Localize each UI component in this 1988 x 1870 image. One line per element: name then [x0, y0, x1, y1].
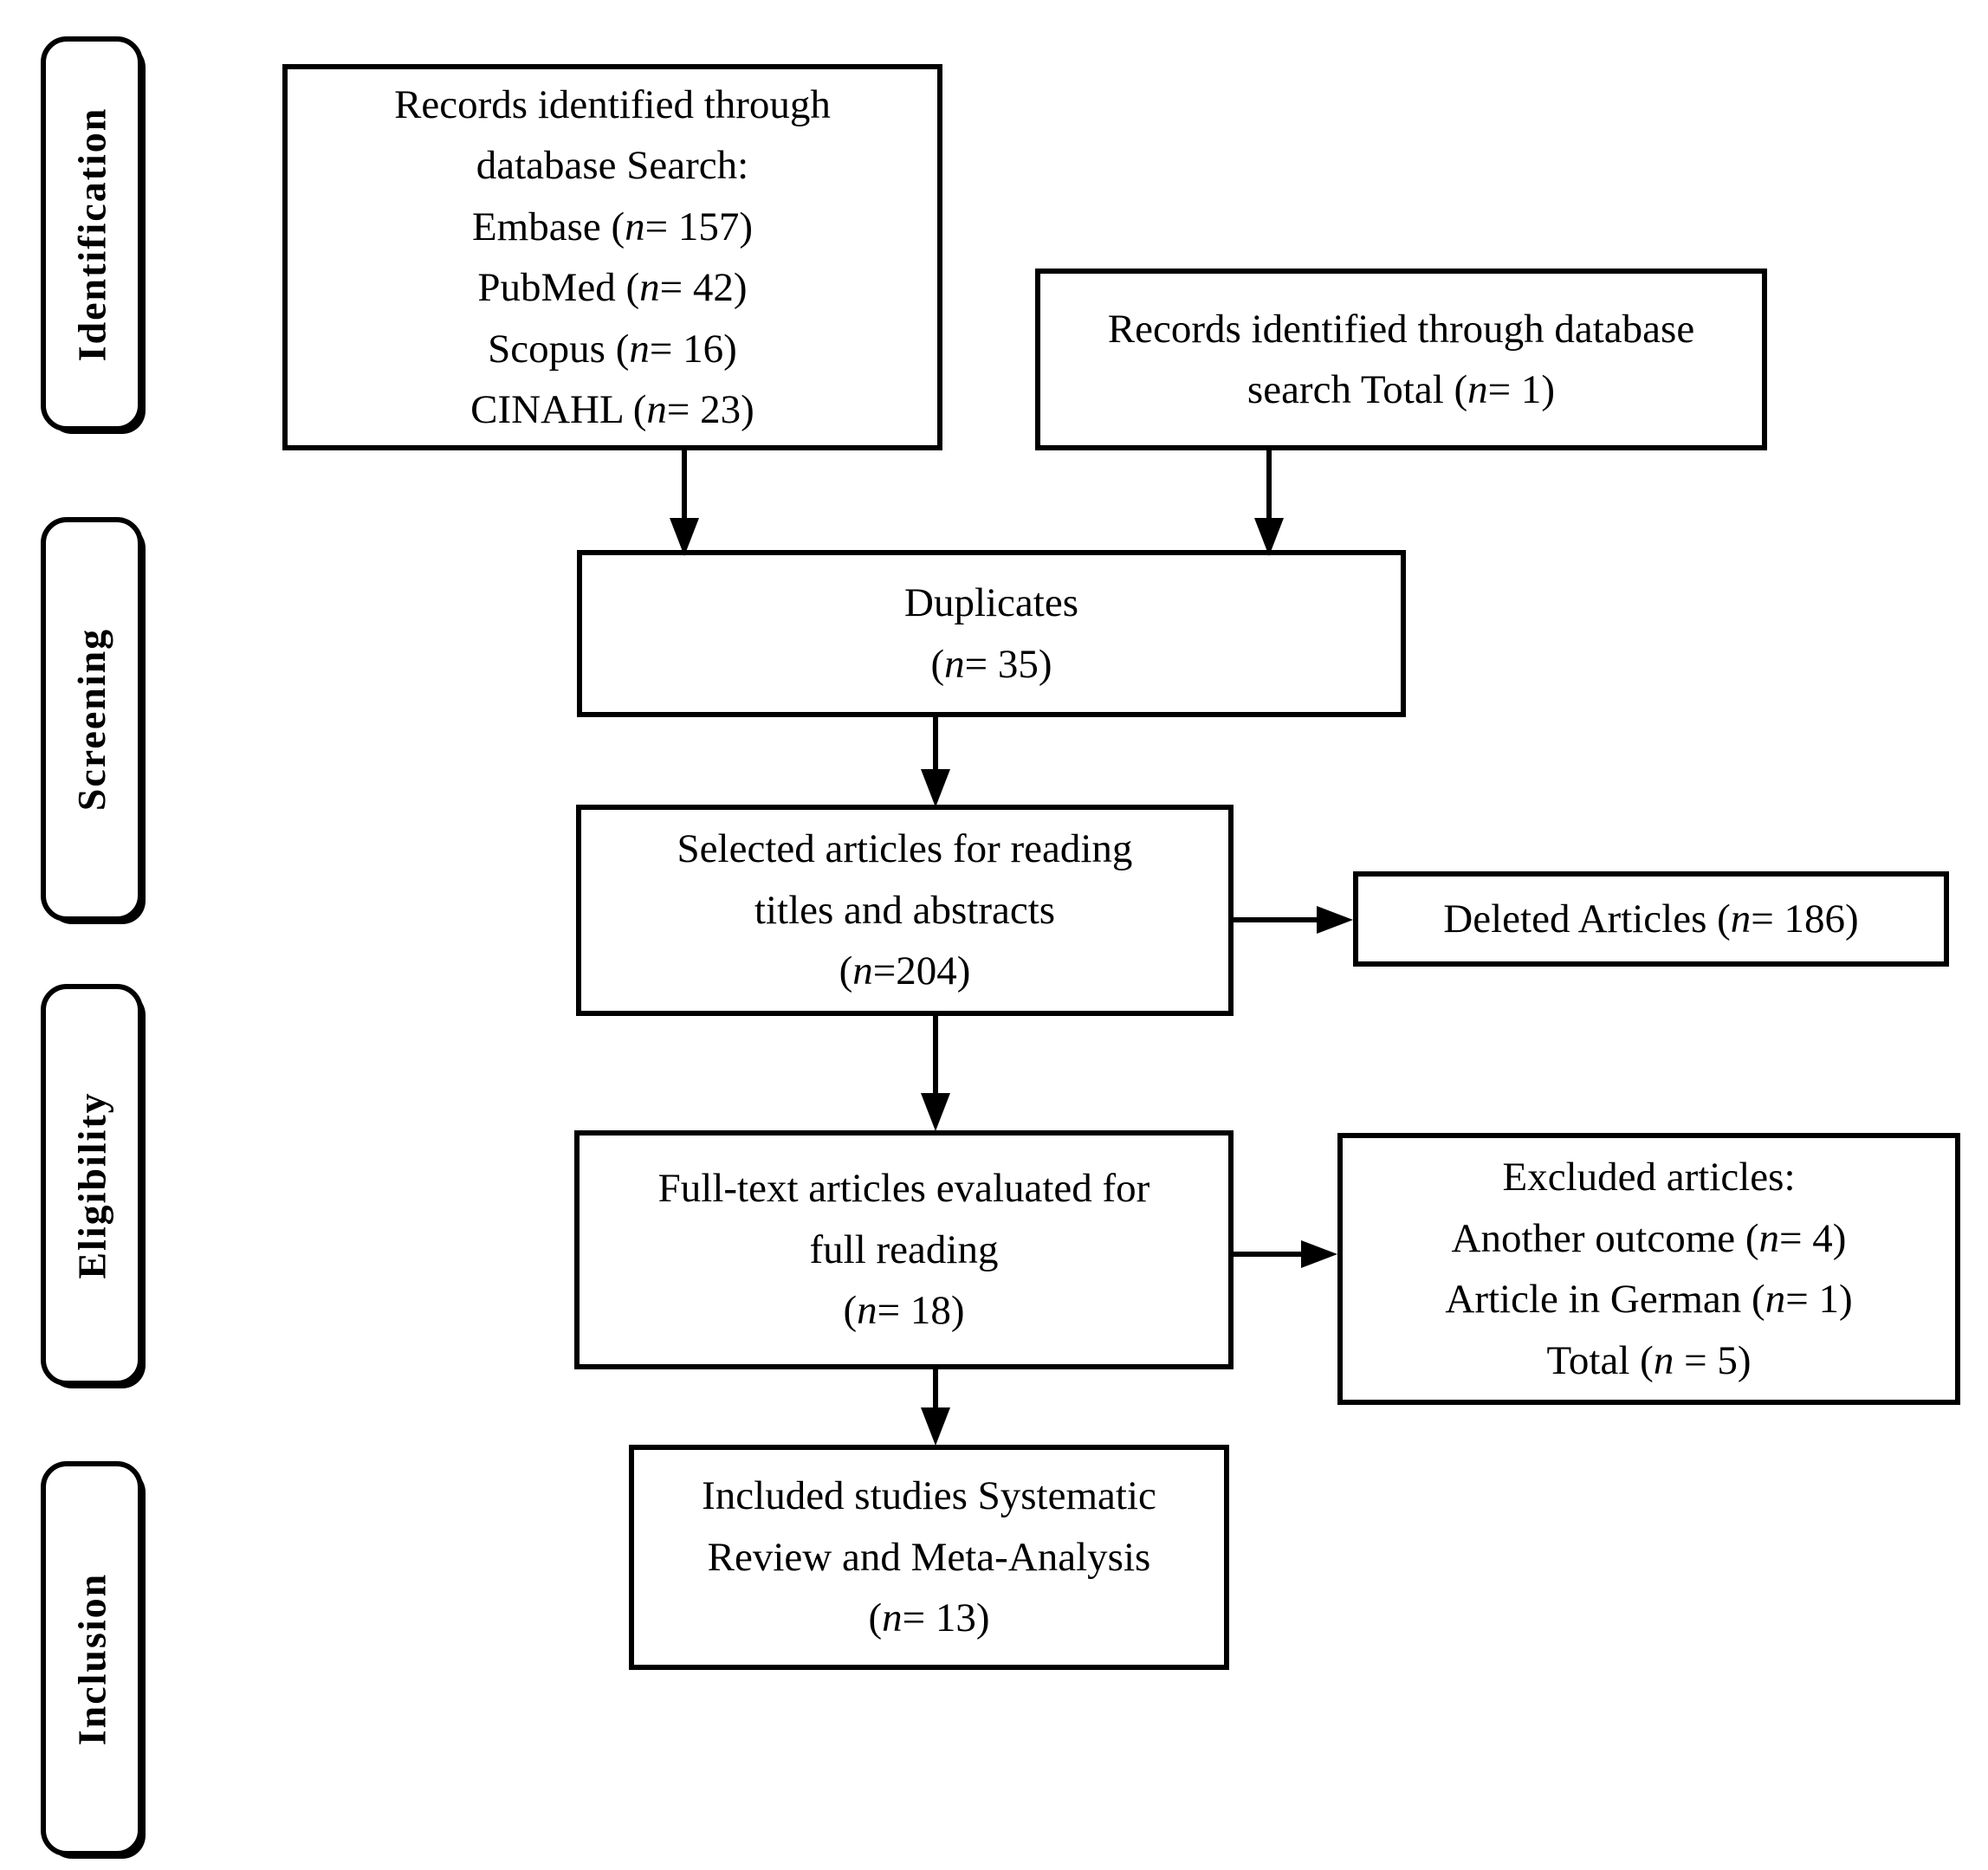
arrow-down-icon	[1254, 518, 1284, 556]
phase-tab-eligibility: Eligibility	[41, 984, 143, 1386]
box-excluded-articles-text: Excluded articles:Another outcome (n= 4)…	[1445, 1155, 1853, 1383]
arrow-right-icon	[1301, 1240, 1337, 1268]
arrow-line	[1234, 1252, 1305, 1257]
arrow-down-icon	[921, 1407, 950, 1446]
arrow-line	[1234, 917, 1320, 922]
box-deleted-articles-text: Deleted Articles (n= 186)	[1443, 896, 1859, 941]
phase-label-identification: Identification	[69, 107, 114, 361]
box-deleted-articles: Deleted Articles (n= 186)	[1353, 871, 1949, 967]
phase-label-screening: Screening	[69, 627, 114, 812]
phase-tab-identification: Identification	[41, 36, 143, 431]
arrow-line	[933, 1368, 938, 1411]
arrow-right-icon	[1317, 906, 1353, 934]
box-duplicates: Duplicates(n= 35)	[577, 550, 1406, 717]
box-duplicates-text: Duplicates(n= 35)	[904, 580, 1078, 687]
phase-tab-inclusion: Inclusion	[41, 1461, 143, 1856]
phase-tab-screening: Screening	[41, 517, 143, 922]
arrow-down-icon	[921, 1093, 950, 1131]
box-excluded-articles: Excluded articles:Another outcome (n= 4)…	[1337, 1133, 1960, 1405]
phase-label-eligibility: Eligibility	[69, 1090, 114, 1279]
phase-label-inclusion: Inclusion	[69, 1572, 114, 1745]
arrow-line	[933, 1016, 938, 1097]
arrow-down-icon	[670, 518, 699, 556]
arrow-line	[682, 450, 687, 521]
arrow-line	[933, 715, 938, 773]
arrow-down-icon	[921, 769, 950, 807]
arrow-line	[1266, 450, 1272, 521]
